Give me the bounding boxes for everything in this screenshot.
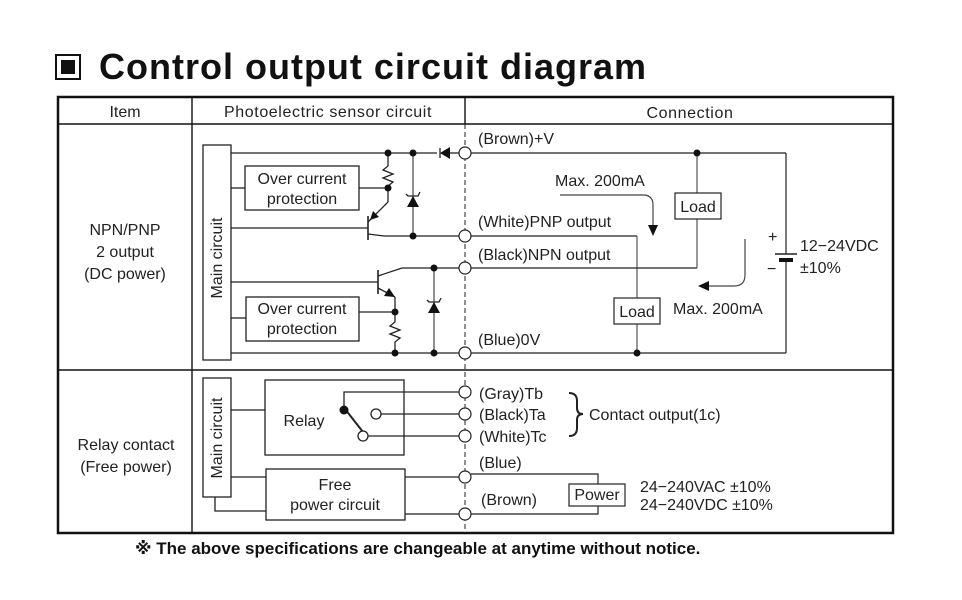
relay-common-dot — [339, 405, 349, 415]
load-box-top — [674, 192, 722, 220]
page-title: Control output circuit diagram — [55, 46, 647, 88]
ocp-top-line1: Over current — [258, 171, 347, 188]
junction-dot — [391, 308, 399, 316]
power-box — [568, 483, 626, 507]
relay-box — [264, 379, 405, 456]
connection-dots — [633, 149, 701, 357]
main-circuit-label: Main circuit — [209, 217, 226, 298]
junction-dot — [430, 264, 438, 272]
header-sensor: Photoelectric sensor circuit — [224, 104, 432, 121]
terminals-row1 — [458, 146, 472, 360]
npn-pnp-connection-labels: (Brown)+V (White)PNP output (Black)NPN o… — [478, 131, 879, 349]
junction-dot — [409, 232, 417, 240]
item-line: (DC power) — [84, 266, 166, 283]
item-line: NPN/PNP — [89, 222, 160, 239]
label-brown-relay: (Brown) — [481, 492, 537, 509]
arrow-head-icon — [698, 281, 709, 291]
terminal-blue-relay — [458, 470, 472, 484]
label-blue: (Blue)0V — [478, 332, 541, 349]
table-frame — [56, 95, 895, 535]
square-bullet-icon — [55, 54, 81, 80]
ocp-bottom-line2: protection — [267, 321, 337, 338]
label-white-tc: (White)Tc — [479, 429, 547, 446]
label-contact-output: Contact output(1c) — [589, 407, 721, 424]
relay-connection-wires — [471, 392, 626, 515]
label-supply-line1: 12−24VDC — [800, 238, 879, 255]
label-white: (White)PNP output — [478, 214, 612, 231]
item-line: 2 output — [96, 244, 154, 261]
terminal-black — [458, 261, 472, 275]
terminals-row2 — [458, 385, 472, 521]
ocp-box-bottom — [245, 296, 360, 342]
free-power-line2: power circuit — [290, 497, 380, 514]
label-black-ta: (Black)Ta — [479, 407, 546, 424]
main-circuit-box — [202, 144, 232, 361]
item-line: Relay contact — [78, 437, 175, 454]
terminal-white — [458, 229, 472, 243]
junction-dot — [633, 349, 641, 357]
header-item: Item — [109, 104, 140, 121]
junction-dot — [384, 149, 392, 157]
transistor-arrow-icon — [384, 288, 395, 297]
terminal-blue — [458, 346, 472, 360]
brace-icon — [568, 392, 584, 437]
relay-sensor-circuit — [202, 377, 459, 521]
relay-label: Relay — [284, 413, 325, 430]
diode-icon — [440, 147, 450, 159]
label-black: (Black)NPN output — [478, 247, 611, 264]
junction-dot — [391, 349, 399, 357]
relay-contact-nc — [357, 430, 369, 442]
label-supply-dc: 24−240VDC ±10% — [640, 497, 773, 514]
label-supply-line2: ±10% — [800, 260, 841, 277]
footnote: ※ The above specifications are changeabl… — [135, 539, 701, 558]
load-bottom-label: Load — [619, 304, 655, 321]
junction-dot — [430, 349, 438, 357]
terminal-white-tc — [458, 429, 472, 443]
ocp-top-line2: protection — [267, 191, 337, 208]
main-circuit-label-relay: Main circuit — [209, 397, 226, 478]
terminal-brown — [458, 146, 472, 160]
zener-bars — [405, 191, 442, 303]
label-minus: − — [767, 261, 776, 278]
relay-connection-labels: (Gray)Tb (Black)Ta (White)Tc Contact out… — [479, 386, 773, 514]
terminal-brown-relay — [458, 507, 472, 521]
junction-dot — [384, 184, 392, 192]
junction-dot — [409, 149, 417, 157]
zener-diode-icon — [428, 302, 440, 313]
load-box-bottom — [613, 297, 661, 325]
label-supply-ac: 24−240VAC ±10% — [640, 479, 771, 496]
relay-switch-arm — [344, 408, 364, 433]
current-arrow-top — [560, 194, 654, 228]
label-max-bottom: Max. 200mA — [673, 301, 763, 318]
battery-plate-thick — [779, 258, 793, 262]
free-power-line1: Free — [319, 477, 352, 494]
relay-contact-no — [370, 408, 382, 420]
label-gray: (Gray)Tb — [479, 386, 543, 403]
label-blue-relay: (Blue) — [479, 455, 522, 472]
label-max-top: Max. 200mA — [555, 173, 645, 190]
current-arrow-bottom — [708, 239, 746, 287]
header-connection: Connection — [647, 105, 734, 122]
item-line: (Free power) — [80, 459, 172, 476]
terminal-black-ta — [458, 407, 472, 421]
label-power: Power — [574, 487, 620, 504]
load-top-label: Load — [680, 199, 716, 216]
label-plus: + — [768, 229, 777, 246]
free-power-box — [265, 468, 406, 521]
terminal-gray — [458, 385, 472, 399]
item-relay: Relay contact (Free power) — [78, 437, 175, 476]
label-brown: (Brown)+V — [478, 131, 554, 148]
resistor-icon — [388, 312, 402, 353]
transistor-arrow-icon — [370, 211, 379, 220]
ocp-bottom-line1: Over current — [258, 301, 347, 318]
ocp-labels: Over current protection Over current pro… — [258, 171, 347, 338]
arrow-head-icon — [648, 225, 658, 236]
main-circuit-box-relay — [202, 377, 232, 498]
title-text: Control output circuit diagram — [99, 46, 647, 87]
npn-pnp-filled-symbols — [370, 147, 450, 357]
item-npn-pnp: NPN/PNP 2 output (DC power) — [84, 222, 166, 283]
npn-pnp-connection-wires — [471, 152, 797, 354]
zener-diode-icon — [407, 196, 419, 207]
junction-dot — [693, 149, 701, 157]
